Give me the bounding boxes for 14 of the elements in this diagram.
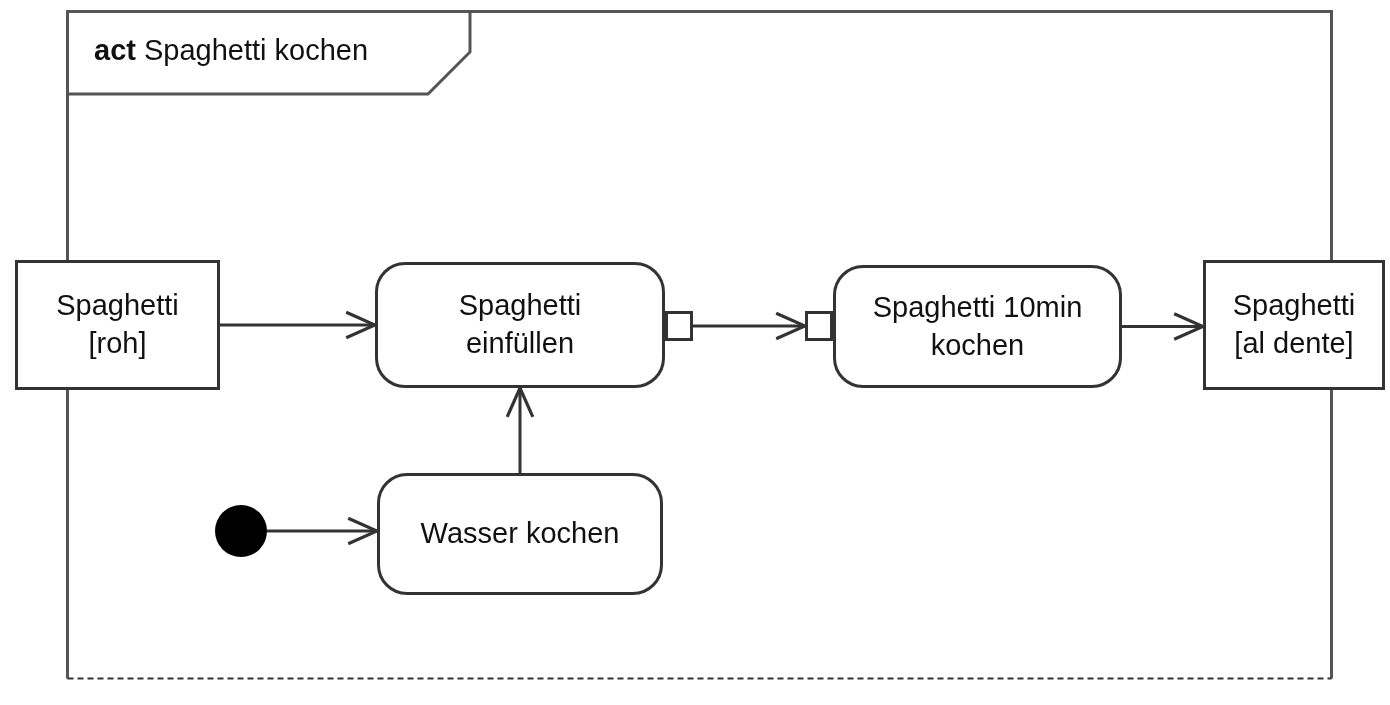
pin [665,311,693,341]
action-node: Wasser kochen [377,473,663,595]
arrow [1122,312,1205,341]
arrow [220,310,377,340]
action-node: Spaghetti einfüllen [375,262,665,388]
object-node: Spaghetti [al dente] [1203,260,1385,390]
frame-title: act Spaghetti kochen [94,33,369,68]
object-node: Spaghetti [roh] [15,260,220,390]
action-node: Spaghetti 10min kochen [833,265,1122,388]
arrow [267,516,379,546]
initial-node [215,505,267,557]
pin [805,311,833,341]
arrow [693,311,807,341]
arrow [505,386,535,473]
